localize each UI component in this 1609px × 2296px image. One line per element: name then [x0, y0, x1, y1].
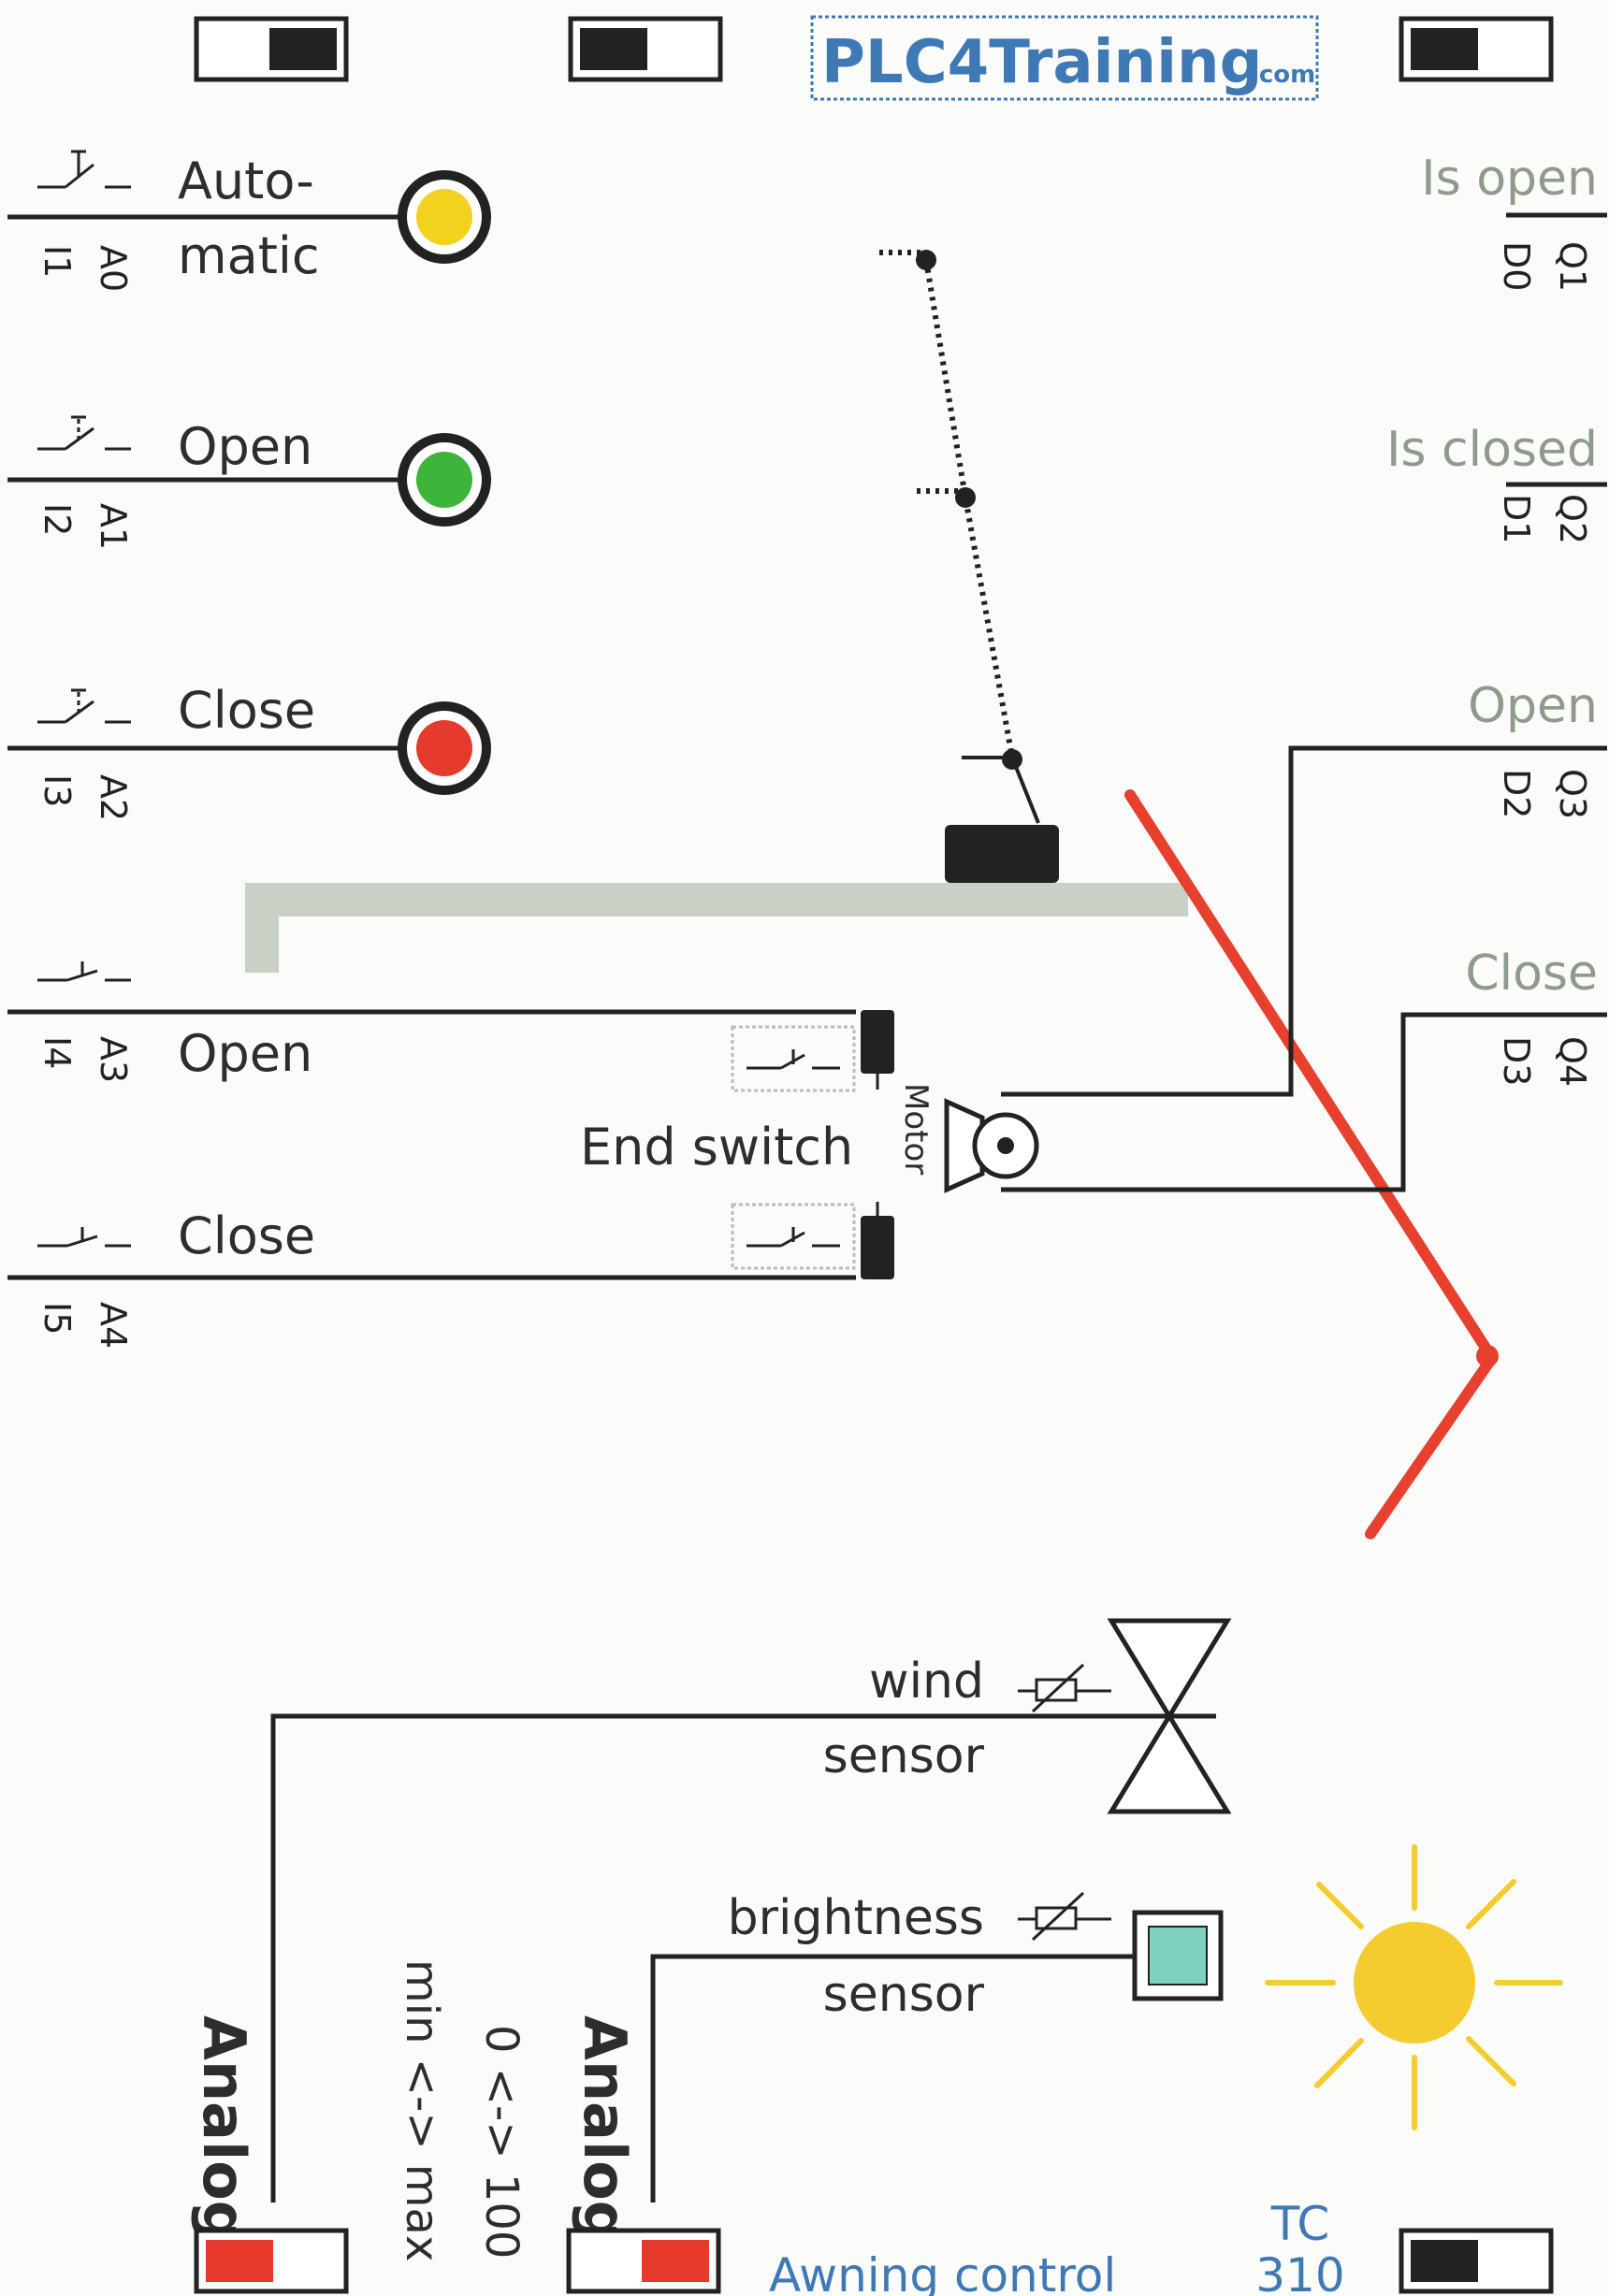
wind-sensor-icon[interactable] — [1107, 1618, 1232, 1814]
code-a1: A1 — [93, 503, 134, 550]
potentiometer-icon — [1018, 1663, 1111, 1713]
pushbutton-no-icon — [37, 688, 131, 724]
footer-model-line2: 310 — [1255, 2248, 1344, 2296]
awning-weight — [945, 825, 1059, 883]
label-is-open: Is open — [1421, 151, 1598, 207]
code-a2: A2 — [93, 774, 134, 821]
brand-suffix: .com — [1250, 61, 1315, 89]
label-open-button: Open — [178, 417, 312, 476]
awning-track — [245, 883, 1188, 973]
code-q2: Q2 — [1552, 494, 1593, 544]
label-automatic-line1: Auto- — [178, 152, 314, 210]
potentiometer-icon — [1018, 1891, 1111, 1942]
wind-sensor: wind sensor — [270, 1618, 1232, 2202]
nc-contact-icon — [37, 1227, 131, 1248]
label-end-switch: End switch — [580, 1118, 853, 1177]
input-close-button: Close I3 A2 — [7, 681, 491, 821]
code-q4: Q4 — [1552, 1036, 1593, 1087]
brand-logo: PLC4Training .com — [810, 15, 1319, 101]
end-switch-open-icon — [747, 1049, 840, 1070]
label-motor: Motor — [897, 1083, 935, 1175]
toggle-switch-bottom-right[interactable] — [1399, 2228, 1554, 2294]
end-switch-close-actuator[interactable] — [861, 1216, 894, 1279]
footer-model-line1: TC — [1270, 2197, 1330, 2251]
motor-icon: Motor — [897, 1083, 1039, 1193]
label-close-button: Close — [178, 681, 315, 740]
label-analog-right: Analog — [571, 2015, 639, 2242]
code-d0: D0 — [1496, 241, 1537, 291]
output-wiring — [1001, 212, 1607, 1192]
code-i3: I3 — [36, 774, 78, 807]
brand-name: PLC4Training — [821, 28, 1262, 97]
analog-slider-right[interactable] — [566, 2228, 721, 2294]
code-i4: I4 — [36, 1036, 78, 1069]
lamp-close[interactable] — [416, 720, 472, 776]
label-is-closed: Is closed — [1386, 422, 1598, 478]
code-q1: Q1 — [1552, 241, 1593, 292]
sun-icon — [1265, 1844, 1563, 2130]
footer-title: Awning control — [769, 2248, 1116, 2296]
awning-rope — [879, 250, 1059, 883]
code-i2: I2 — [36, 503, 78, 536]
toggle-switch-top-left[interactable] — [194, 16, 349, 82]
label-close-end: Close — [178, 1206, 315, 1265]
input-open-button: Open I2 A1 — [7, 415, 491, 550]
lamp-automatic[interactable] — [416, 189, 472, 245]
code-a3: A3 — [93, 1036, 134, 1083]
toggle-switch-top-center[interactable] — [568, 16, 723, 82]
code-a4: A4 — [93, 1302, 134, 1349]
label-range-0-100: 0 <-> 100 — [475, 2025, 528, 2259]
label-analog-left: Analog — [190, 2015, 258, 2242]
code-i1: I1 — [36, 245, 78, 278]
brightness-sensor: brightness sensor — [650, 1890, 1224, 2202]
end-switch-open-actuator[interactable] — [861, 1010, 894, 1074]
awning-arm — [1124, 789, 1499, 1539]
end-switch-close-icon — [747, 1227, 840, 1248]
output-close: Close D3 Q4 — [1465, 946, 1598, 1087]
code-d1: D1 — [1496, 494, 1537, 543]
output-is-open: Is open D0 Q1 — [1421, 151, 1598, 292]
code-a0: A0 — [93, 245, 134, 292]
input-open-end: I4 A3 Open — [7, 961, 894, 1092]
input-close-end: Close I5 A4 — [7, 1202, 894, 1349]
label-automatic-line2: matic — [178, 226, 320, 285]
toggle-switch-icon — [37, 150, 131, 189]
analog-slider-left[interactable] — [194, 2228, 349, 2294]
label-brightness-line2: sensor — [823, 1967, 985, 2023]
lamp-open[interactable] — [416, 452, 472, 508]
label-output-close: Close — [1465, 946, 1598, 1002]
toggle-switch-top-right[interactable] — [1399, 16, 1554, 82]
code-d3: D3 — [1496, 1036, 1537, 1086]
code-q3: Q3 — [1552, 769, 1593, 819]
label-open-end: Open — [178, 1024, 312, 1083]
output-is-closed: Is closed D1 Q2 — [1386, 422, 1598, 544]
pushbutton-no-icon — [37, 415, 131, 451]
code-d2: D2 — [1496, 769, 1537, 818]
label-wind-line1: wind — [869, 1653, 984, 1710]
label-brightness-line1: brightness — [728, 1890, 984, 1946]
light-sensor-icon[interactable] — [1132, 1910, 1224, 2001]
label-wind-line2: sensor — [823, 1728, 985, 1784]
label-output-open: Open — [1468, 678, 1598, 734]
code-i5: I5 — [36, 1302, 78, 1335]
output-open: Open D2 Q3 — [1468, 678, 1598, 819]
nc-contact-icon — [37, 961, 131, 982]
label-range-minmax: min <-> max — [396, 1959, 448, 2261]
input-automatic: Auto- matic I1 A0 — [7, 150, 491, 292]
